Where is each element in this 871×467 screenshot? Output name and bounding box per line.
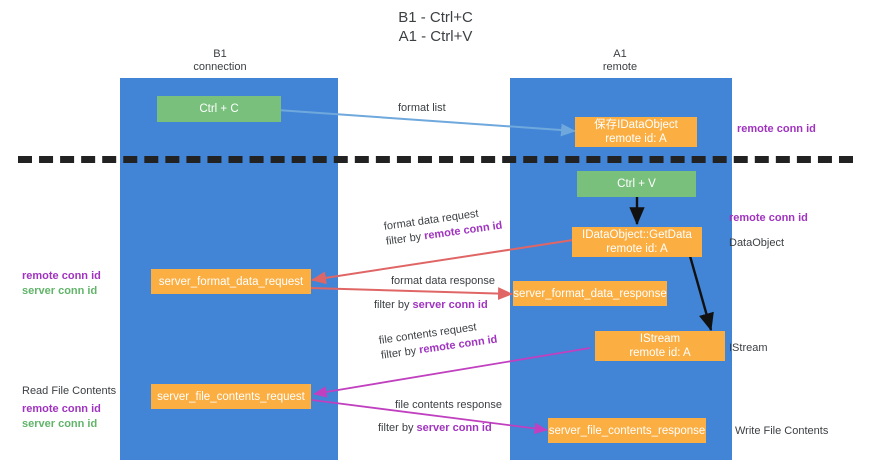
box-server-file-contents-response[interactable]: server_file_contents_response [548, 418, 706, 443]
filter-by-text-4: filter by [378, 422, 417, 434]
label-format-list: format list [398, 102, 446, 114]
label-filter-server-conn-id-2: filter by server conn id [378, 421, 492, 436]
filter-by-text-3: filter by [380, 344, 421, 362]
annotation-write-file-contents: Write File Contents [735, 425, 829, 437]
arrow-format-data-response [309, 287, 513, 300]
box-istream[interactable]: IStream remote id: A [595, 331, 725, 361]
box-idataobject-getdata[interactable]: IDataObject::GetData remote id: A [572, 227, 702, 257]
annotation-dataobject: DataObject [729, 237, 785, 249]
box-save-idataobject[interactable]: 保存IDataObject remote id: A [575, 117, 697, 147]
arrow-file-contents-request [313, 347, 591, 398]
annotation-left-server-conn-id-mid: server conn id [22, 285, 98, 297]
page-title: B1 - Ctrl+C A1 - Ctrl+V [398, 9, 473, 45]
label-file-contents-response: file contents response [395, 399, 503, 411]
arrow-getdata-to-istream [688, 255, 714, 332]
annotation-left-server-conn-id-bottom: server conn id [22, 418, 98, 430]
label-filter-server-conn-id-1: filter by server conn id [374, 298, 488, 313]
box-ctrl-v[interactable]: Ctrl + V [577, 171, 696, 197]
annotation-remote-conn-id-mid: remote conn id [729, 212, 808, 224]
arrow-format-list [276, 109, 576, 137]
arrow-format-data-request [311, 239, 574, 285]
lane-header-a1: A1 remote [602, 48, 638, 73]
filter-by-text-1: filter by [385, 230, 426, 248]
annotation-remote-conn-id-top: remote conn id [737, 123, 816, 135]
phase-divider [18, 156, 853, 163]
annotation-left-remote-conn-id-bottom: remote conn id [22, 403, 101, 415]
arrow-file-contents-response [311, 399, 548, 435]
annotation-left-remote-conn-id-mid: remote conn id [22, 270, 101, 282]
label-format-data-response: format data response [391, 275, 495, 287]
box-server-format-data-request[interactable]: server_format_data_request [151, 269, 311, 294]
filter-by-text-2: filter by [374, 299, 413, 311]
lane-header-b1: B1 connection [193, 48, 247, 73]
annotation-read-file-contents: Read File Contents [22, 385, 117, 397]
box-server-file-contents-request[interactable]: server_file_contents_request [151, 384, 311, 409]
box-ctrl-c[interactable]: Ctrl + C [157, 96, 281, 122]
annotation-istream: IStream [729, 342, 768, 354]
key-server-conn-id-1: server conn id [412, 299, 488, 311]
box-server-format-data-response[interactable]: server_format_data_response [513, 281, 667, 306]
key-server-conn-id-2: server conn id [416, 422, 492, 434]
